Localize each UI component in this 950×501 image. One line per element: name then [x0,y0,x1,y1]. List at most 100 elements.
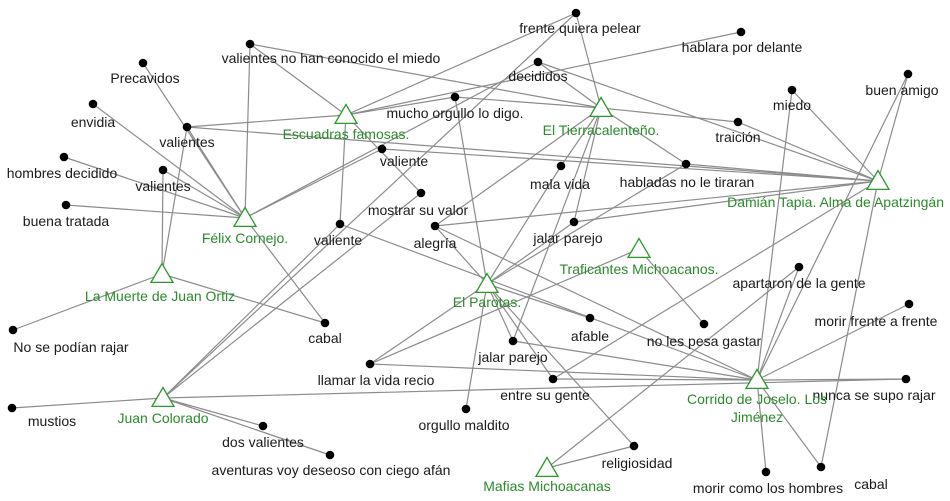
group-node-felix[interactable] [232,206,258,228]
group-node-escuadras[interactable] [333,103,359,125]
edge-escuadras-a_frente [345,12,577,116]
edge-damian-a_valientes1 [186,126,879,182]
edge-joselo-a_morirfrente [756,303,910,381]
group-label-damian: Damián Tapia. Alma de Apatzingán [727,194,944,210]
edge-damian-a_jalar1 [573,180,879,223]
edge-joselo-a_cabal2 [756,379,822,468]
edge-juan-a_frente [162,12,577,399]
attribute-node-a_valiente3[interactable] [335,219,345,229]
edge-tierra-a_jalar1 [573,107,602,223]
attribute-label-a_nosepodian: No se podían rajar [13,339,129,355]
group-node-joselo[interactable] [744,368,770,390]
edge-felix-a_hombres [63,156,246,219]
group-node-tierra[interactable] [588,96,614,118]
attribute-node-a_traicion[interactable] [733,117,743,127]
attribute-node-a_entresu[interactable] [548,374,558,384]
attribute-node-a_orgullomaldito[interactable] [461,404,471,414]
attribute-label-a_hombres: hombres decidido [7,165,118,181]
edge-tierra-a_orgullo [454,96,602,109]
edge-joselo-a_miedo [756,89,793,381]
edge-joselo-a_alegria [434,225,758,381]
edge-damian-a_buenamigo [877,73,909,182]
edge-joselo-a_morircomo [756,379,767,473]
edge-damian-a_alegria [434,180,879,227]
attribute-node-a_cabal1[interactable] [320,318,330,328]
group-label-tierra: El Tierracalenteño. [543,122,660,138]
attribute-node-a_buenamigo[interactable] [903,69,913,79]
attribute-label-a_aventuras: aventuras voy deseoso con ciego afán [212,462,451,478]
attribute-node-a_precavidos[interactable] [138,58,148,68]
edge-juan-a_dosvalientes [162,397,264,427]
group-label-escuadras: Escuadras famosas. [283,126,410,142]
attribute-node-a_dosvalientes[interactable] [258,421,268,431]
attribute-node-a_hombres[interactable] [59,152,69,162]
edge-felix-a_envidia [92,103,246,219]
group-node-parotas[interactable] [474,272,500,294]
attribute-label-a_frente: frente quiera pelear [519,20,641,36]
attribute-label-a_entresu: entre su gente [500,387,590,403]
attribute-node-a_miedo[interactable] [787,85,797,95]
attribute-node-a_religiosidad[interactable] [629,441,639,451]
attribute-node-a_afable[interactable] [585,313,595,323]
attribute-node-a_valientes1[interactable] [182,122,192,132]
attribute-node-a_cabal2[interactable] [816,462,826,472]
edge-layer [11,12,910,473]
edge-joselo-a_nuncase [756,378,907,381]
group-node-muerte[interactable] [149,262,175,284]
attribute-label-a_miedo: miedo [773,97,811,113]
edge-escuadras-a_mostrar [345,114,422,194]
attribute-node-a_nopesa[interactable] [699,319,709,329]
edge-tierra-a_habladas [600,107,687,165]
attribute-label-a_traicion: traición [715,129,760,145]
attribute-node-a_decididos[interactable] [533,57,543,67]
attribute-label-a_alegria: alegría [414,235,457,251]
attribute-node-a_habladas[interactable] [681,159,691,169]
edge-damian-a_entresu [552,180,879,380]
group-node-juan[interactable] [150,386,176,408]
attribute-node-a_alegria[interactable] [430,221,440,231]
edge-parotas-a_orgullomaldito [465,283,488,410]
attribute-node-a_mostrar[interactable] [416,188,426,198]
attribute-node-a_jalar1[interactable] [569,217,579,227]
attribute-label-a_orgullo: mucho orgullo lo digo. [387,105,524,121]
attribute-node-a_buenatratada[interactable] [61,200,71,210]
attribute-node-a_morircomo[interactable] [761,467,771,477]
attribute-node-a_valientes2[interactable] [158,165,168,175]
attribute-label-a_mostrar: mostrar su valor [368,202,469,218]
attribute-node-a_malavida[interactable] [556,161,566,171]
group-node-damian[interactable] [865,169,891,191]
attribute-node-a_jalar2[interactable] [508,336,518,346]
edge-parotas-a_jalar2 [486,283,514,342]
attribute-node-a_morirfrente[interactable] [904,299,914,309]
attribute-node-a_apartaron[interactable] [794,262,804,272]
group-node-traficantes[interactable] [626,237,652,259]
attribute-node-a_envidia[interactable] [88,99,98,109]
attribute-label-a_decididos: decididos [508,68,567,84]
attribute-node-a_nuncase[interactable] [901,374,911,384]
edge-damian-a_cabal2 [820,180,879,468]
attribute-node-a_valiente2[interactable] [377,144,387,154]
edge-muerte-a_nosepodian [12,273,163,331]
attribute-node-a_frente[interactable] [571,8,581,18]
edge-joselo-a_jalar2 [512,340,758,381]
attribute-node-a_aventuras[interactable] [325,450,335,460]
attribute-label-a_jalar1: jalar parejo [532,230,602,246]
attribute-node-a_llamar[interactable] [365,359,375,369]
group-label-traficantes: Traficantes Michoacanos. [560,261,719,277]
attribute-label-a_jalar2: jalar parejo [477,349,547,365]
attribute-node-a_orgullo[interactable] [450,92,460,102]
group-node-mafias[interactable] [534,456,560,478]
attribute-label-a_nuncase: nunca se supo rajar [813,387,936,403]
attribute-label-a_mustios: mustios [28,413,76,429]
attribute-node-a_mustios[interactable] [7,403,17,413]
edge-mafias-a_apartaron [546,266,800,469]
attribute-label-a_nopesa: no les pesa gastar [647,333,762,349]
edge-parotas-a_habladas [486,163,687,285]
attribute-node-a_nosepodian[interactable] [8,325,18,335]
attribute-node-a_valiente_nohan[interactable] [245,39,255,49]
attribute-label-a_cabal1: cabal [308,330,341,346]
edge-tierra-a_valiente_nohan [249,43,602,109]
attribute-node-a_hablara[interactable] [736,27,746,37]
